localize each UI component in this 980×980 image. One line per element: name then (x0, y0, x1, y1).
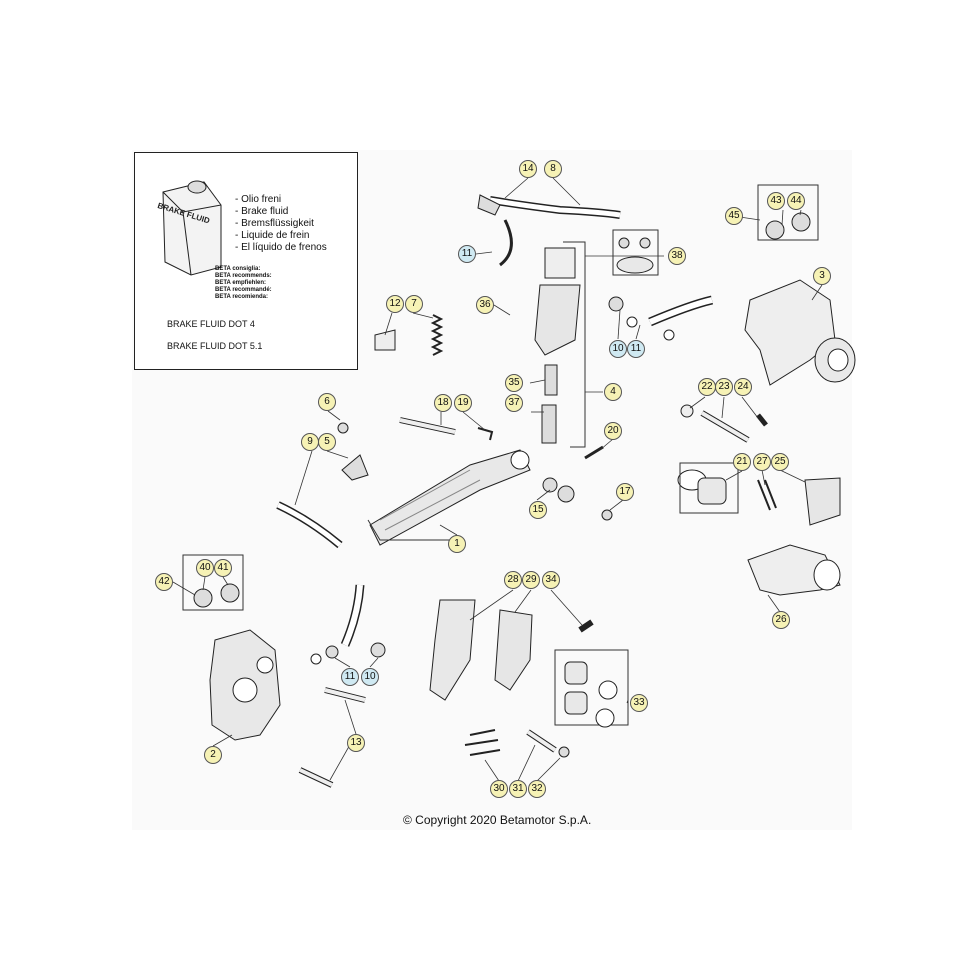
brake-fluid-legend: BRAKE FLUID - Olio freni - Brake fluid -… (134, 152, 358, 370)
leader-lines (172, 177, 823, 782)
part-callout: 20 (604, 422, 622, 440)
part-callout: 28 (504, 571, 522, 589)
part-callout: 10 (609, 340, 627, 358)
rear-brake-pedal (367, 449, 531, 546)
part-callout: 2 (204, 746, 222, 764)
part-callout: 33 (630, 694, 648, 712)
fluid-name-es: - El líquido de frenos (235, 242, 327, 253)
part-callout: 34 (542, 571, 560, 589)
part-callout: 25 (771, 453, 789, 471)
banjo-fitting-top (477, 194, 501, 216)
beta-recommends-fr: BETA recommandé: (215, 287, 272, 293)
clip-32 (558, 746, 570, 758)
fluid-name-fr: - Liquide de frein (235, 230, 310, 241)
washer-15a (542, 477, 558, 493)
pad-spring-front (464, 729, 501, 756)
part-callout: 11 (627, 340, 645, 358)
part-callout: 43 (767, 192, 785, 210)
part-callout: 24 (734, 378, 752, 396)
rear-brake-caliper (744, 279, 856, 386)
part-callout: 15 (529, 501, 547, 519)
bush-43 (765, 220, 785, 240)
part-callout: 26 (772, 611, 790, 629)
return-spring (430, 314, 444, 356)
part-callout: 6 (318, 393, 336, 411)
part-callout: 3 (813, 267, 831, 285)
part-callout: 1 (448, 535, 466, 553)
spring-bracket (374, 329, 396, 351)
bleeder-24 (756, 413, 768, 427)
front-brake-pads (494, 609, 533, 691)
bolt-6 (337, 422, 349, 434)
part-callout: 38 (668, 247, 686, 265)
part-callout: 18 (434, 394, 452, 412)
part-callout: 22 (698, 378, 716, 396)
front-pistons (554, 649, 629, 728)
front-caliper-support (429, 599, 476, 701)
bleeder-34 (578, 619, 594, 633)
beta-recommends-en: BETA recommends: (215, 273, 272, 279)
part-callout: 8 (544, 160, 562, 178)
part-callout: 29 (522, 571, 540, 589)
part-callout: 36 (476, 296, 494, 314)
reservoir-cap (612, 229, 659, 276)
part-callout: 4 (604, 383, 622, 401)
part-callout: 30 (490, 780, 508, 798)
part-callout: 7 (405, 295, 423, 313)
fluid-name-it: - Olio freni (235, 194, 282, 205)
part-callout: 9 (301, 433, 319, 451)
bush-41 (220, 583, 240, 603)
nut-17 (601, 509, 613, 521)
rear-brake-pads (804, 477, 841, 526)
part-callout: 21 (733, 453, 751, 471)
part-callout: 12 (386, 295, 404, 313)
washer-15b (557, 485, 575, 503)
clip-19 (477, 427, 494, 441)
rear-pistons (677, 462, 739, 514)
bush-40 (193, 588, 213, 608)
part-callout: 5 (318, 433, 336, 451)
part-callout: 10 (361, 668, 379, 686)
part-callout: 35 (505, 374, 523, 392)
dot4-label: BRAKE FLUID DOT 4 (167, 319, 255, 329)
bush-group-box (757, 184, 819, 241)
fluid-names: - Olio freni - Brake fluid - Bremsflüssi… (235, 194, 327, 254)
bush-44 (791, 212, 811, 232)
beta-recommends-es: BETA recomienda: (215, 294, 269, 300)
cotter-pin-20 (584, 445, 604, 460)
brake-fluid-bottle-icon (162, 180, 222, 276)
beta-recommends-de: BETA empfiehlen: (215, 280, 267, 286)
part-callout: 31 (509, 780, 527, 798)
beta-recommends-it: BETA consiglia: (215, 266, 261, 272)
part-callout: 44 (787, 192, 805, 210)
bush-group-box-front (182, 554, 244, 611)
part-callout: 45 (725, 207, 743, 225)
pedal-bracket (341, 454, 369, 481)
part-callout: 41 (214, 559, 232, 577)
rear-master-cylinder (534, 241, 586, 448)
fluid-name-de: - Bremsflüssigkeit (235, 218, 314, 229)
part-callout: 42 (155, 573, 173, 591)
part-callout: 11 (458, 245, 476, 263)
brake-hose-top-lower (499, 219, 513, 267)
copyright-notice: © Copyright 2020 Betamotor S.p.A. (403, 813, 592, 827)
part-callout: 19 (454, 394, 472, 412)
part-callout: 11 (341, 668, 359, 686)
pad-spring-rear (757, 479, 777, 511)
part-callout: 37 (505, 394, 523, 412)
front-brake-caliper (209, 629, 281, 741)
dot51-label: BRAKE FLUID DOT 5.1 (167, 341, 263, 351)
part-callout: 14 (519, 160, 537, 178)
part-callout: 40 (196, 559, 214, 577)
fluid-name-en: - Brake fluid (235, 206, 289, 217)
part-callout: 23 (715, 378, 733, 396)
beta-recommends: BETA consiglia: BETA recommends: BETA em… (215, 266, 272, 301)
part-callout: 17 (616, 483, 634, 501)
part-callout: 27 (753, 453, 771, 471)
part-callout: 32 (528, 780, 546, 798)
part-callout: 13 (347, 734, 365, 752)
